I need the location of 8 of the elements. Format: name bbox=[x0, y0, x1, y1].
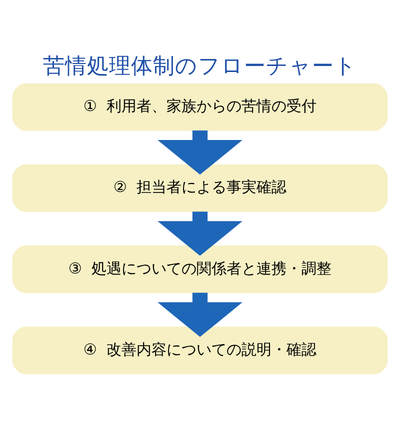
diagram-title: 苦情処理体制のフローチャート bbox=[43, 53, 357, 78]
node-box: ① 利用者、家族からの苦情の受付 bbox=[12, 82, 388, 130]
arrow bbox=[158, 130, 242, 174]
node-box: ④ 改善内容についての説明・確認 bbox=[12, 326, 388, 374]
node-box: ③ 処遇についての関係者と連携・調整 bbox=[12, 245, 388, 293]
arrow bbox=[158, 211, 242, 256]
node-box: ② 担当者による事実確認 bbox=[12, 164, 388, 212]
arrow bbox=[158, 292, 242, 336]
